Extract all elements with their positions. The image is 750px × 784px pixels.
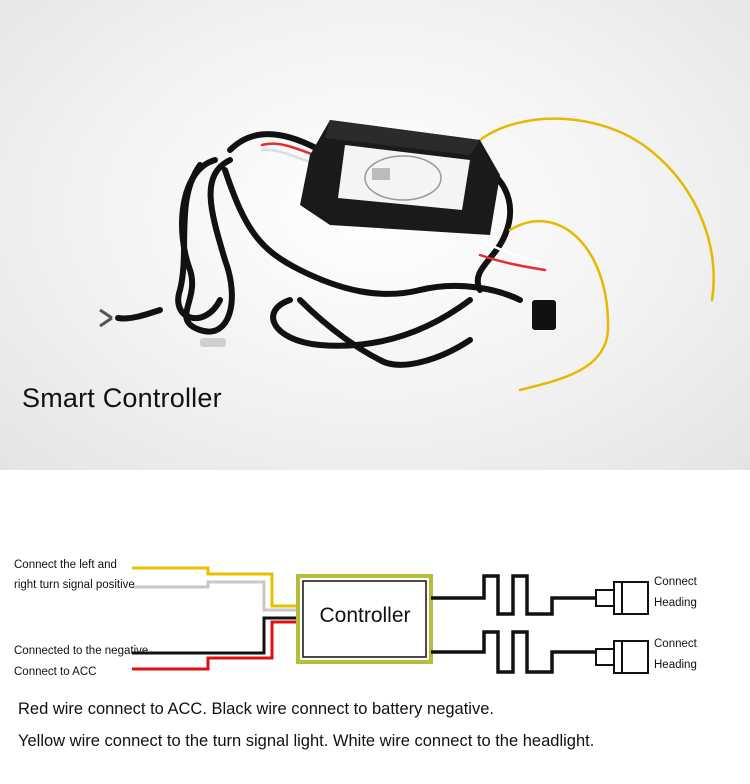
wiring-diagram [132, 566, 649, 674]
label-negative: Connected to the negative [14, 645, 149, 657]
label-acc: Connect to ACC [14, 666, 97, 678]
white-wire [132, 580, 300, 612]
label-connect-top: Connect [654, 576, 697, 588]
controller-photo-illustration [99, 117, 715, 392]
output-cable-bottom [431, 630, 596, 674]
product-photo: Smart Controller [0, 0, 750, 470]
heading-socket-bottom [613, 640, 649, 674]
controller-label: Controller [319, 604, 411, 627]
black-wire [132, 616, 300, 655]
controller-box [296, 574, 433, 664]
yellow-wire [132, 566, 300, 608]
heading-plug-top [595, 589, 615, 607]
label-left-turn-signal: Connect the left and [14, 559, 117, 571]
caption-yellow-white: Yellow wire connect to the turn signal l… [18, 732, 595, 750]
heading-plug-bottom [595, 648, 615, 666]
label-connect-bottom: Connect [654, 638, 697, 650]
heading-socket-top [613, 581, 649, 615]
label-heading-bottom: Heading [654, 659, 697, 671]
photo-title: Smart Controller [22, 383, 222, 413]
label-heading-top: Heading [654, 597, 697, 609]
caption-red-black: Red wire connect to ACC. Black wire conn… [18, 700, 494, 718]
red-wire [132, 620, 300, 671]
output-cable-top [431, 574, 596, 616]
connector-plug [532, 300, 556, 330]
label-right-turn-signal: right turn signal positive [14, 579, 135, 591]
